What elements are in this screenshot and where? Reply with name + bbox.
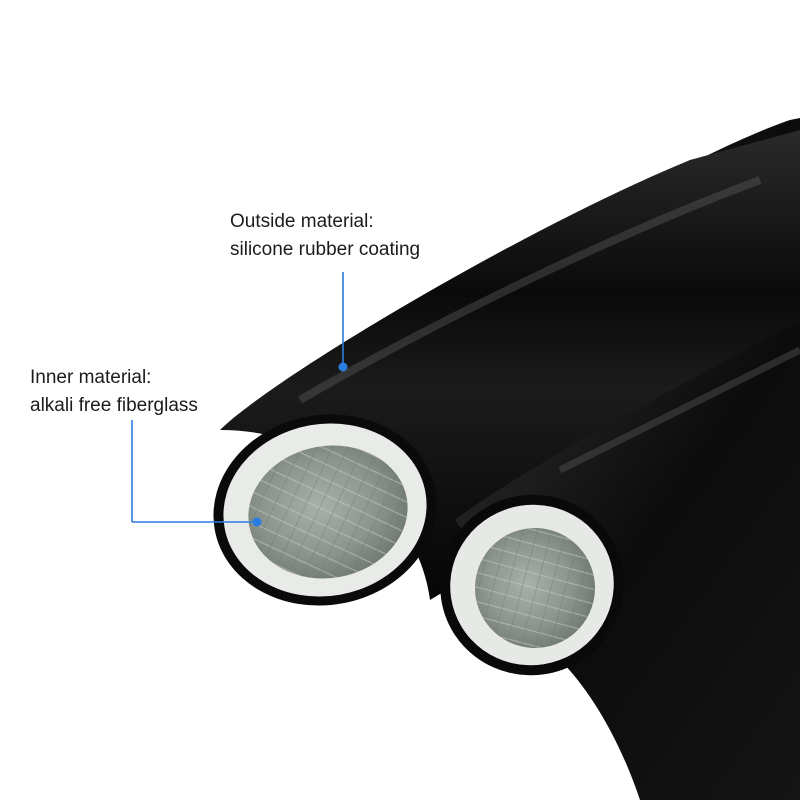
outside-material-callout: Outside material: silicone rubber coatin… — [230, 208, 420, 264]
outside-material-description: silicone rubber coating — [230, 239, 421, 260]
sleeve-right — [440, 320, 800, 800]
outside-material-title: Outside material: — [230, 211, 374, 232]
outside-leader-line — [338, 272, 348, 372]
inner-material-title: Inner material: — [30, 367, 152, 388]
inner-material-callout: Inner material: alkali free fiberglass — [30, 364, 198, 420]
inner-leader-line — [131, 420, 262, 527]
inner-material-description: alkali free fiberglass — [30, 395, 198, 416]
